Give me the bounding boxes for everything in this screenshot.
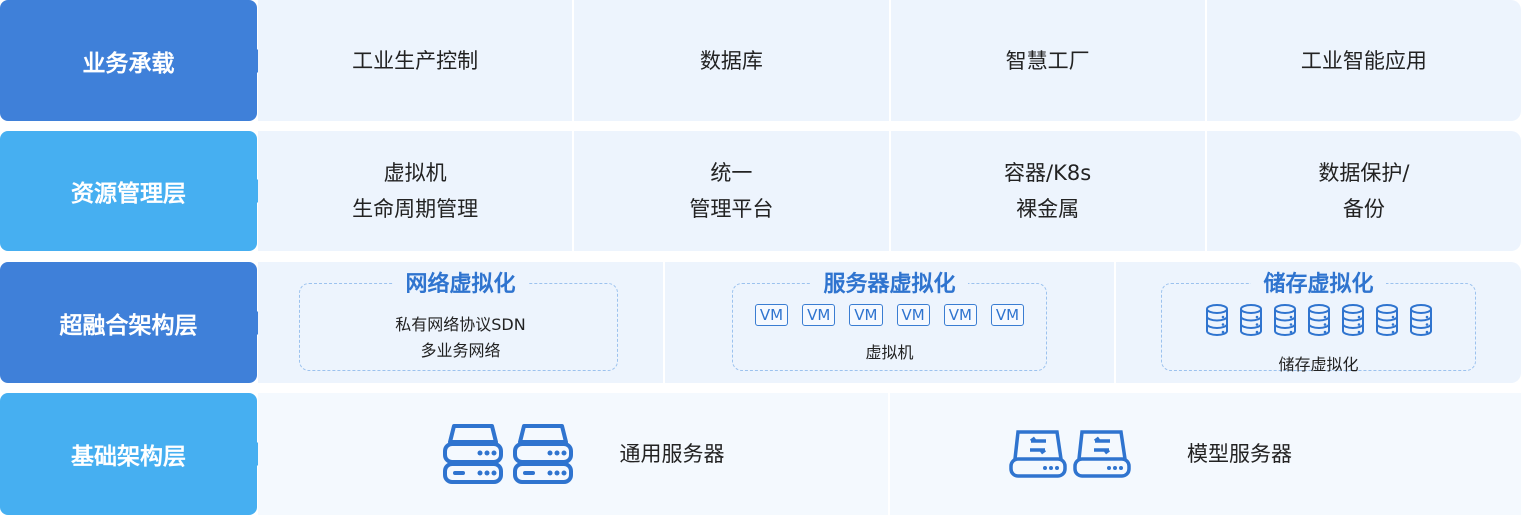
line: 虚拟机	[383, 161, 447, 185]
layer-label: 资源管理层	[0, 131, 269, 251]
layer-infrastructure: 基础架构层 通用服务器 模型服务器	[0, 393, 1521, 515]
vm-icon: VM	[896, 304, 930, 326]
storage-virtualization: 储存虚拟化 储存虚拟化	[1114, 262, 1521, 383]
line: 多业务网络	[420, 340, 501, 360]
database-icon	[1273, 304, 1297, 344]
vm-icon: VM	[849, 304, 883, 326]
database-icon	[1409, 304, 1433, 344]
group-title: 服务器虚拟化	[811, 272, 968, 297]
general-server: 通用服务器	[258, 393, 888, 515]
line: 数据保护/	[1318, 161, 1410, 185]
group-title: 储存虚拟化	[1251, 272, 1386, 297]
vm-icon: VM	[990, 304, 1025, 326]
business-item: 智慧工厂	[888, 0, 1205, 121]
business-item: 工业智能应用	[1204, 0, 1521, 121]
transfer-server-icon	[1009, 429, 1131, 479]
database-icon	[1341, 304, 1365, 344]
line: 裸金属	[1016, 197, 1080, 221]
database-icon	[1375, 304, 1399, 344]
layer-resource: 资源管理层 虚拟机生命周期管理 统一管理平台 容器/K8s 裸金属 数据保护/备份	[0, 131, 1521, 251]
layer-label: 业务承载	[0, 0, 269, 121]
resource-item: 数据保护/备份	[1204, 131, 1521, 251]
server-rack-icon	[442, 422, 574, 486]
network-virtualization: 网络虚拟化 私有网络协议SDN 多业务网络	[258, 262, 663, 383]
server-label: 模型服务器	[1187, 442, 1292, 466]
line: 私有网络协议SDN	[395, 314, 526, 334]
database-icon	[1307, 304, 1331, 344]
caption: 虚拟机	[865, 343, 914, 362]
layer-label: 基础架构层	[0, 393, 269, 515]
line: 备份	[1342, 197, 1385, 221]
layer-hci: 超融合架构层 网络虚拟化 私有网络协议SDN 多业务网络 服务器虚拟化 VM VM V…	[0, 262, 1521, 383]
resource-item: 统一管理平台	[572, 131, 888, 251]
caption: 储存虚拟化	[1278, 355, 1359, 374]
business-item: 工业生产控制	[352, 48, 479, 73]
database-icon	[1205, 304, 1229, 344]
group-title: 网络虚拟化	[393, 272, 528, 297]
line: 容器/K8s	[1004, 161, 1092, 185]
line: 管理平台	[689, 197, 774, 221]
layer-label: 超融合架构层	[0, 262, 269, 383]
vm-icon: VM	[754, 304, 789, 326]
vm-icon: VM	[943, 304, 977, 326]
resource-item: 容器/K8s 裸金属	[888, 131, 1205, 251]
server-label: 通用服务器	[619, 442, 725, 466]
database-icon	[1239, 304, 1263, 344]
layer-business: 业务承载 工业生产控制 数据库 智慧工厂 工业智能应用	[0, 0, 1521, 121]
line: 生命周期管理	[352, 197, 479, 221]
vm-icon: VM	[802, 304, 836, 326]
model-server: 模型服务器	[888, 393, 1521, 515]
server-virtualization: 服务器虚拟化 VM VM VM VM VM VM 虚拟机	[663, 262, 1114, 383]
business-item: 数据库	[572, 0, 888, 121]
resource-item: 虚拟机生命周期管理	[258, 131, 572, 251]
line: 统一	[710, 161, 753, 185]
